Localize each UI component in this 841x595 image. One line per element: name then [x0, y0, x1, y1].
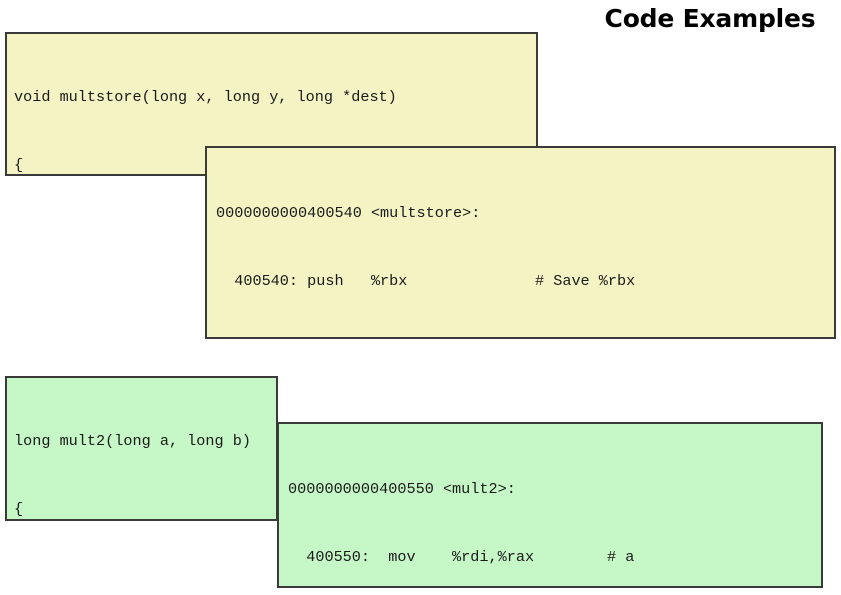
code-line: long mult2(long a, long b) — [14, 432, 251, 450]
code-line: { — [14, 499, 24, 518]
code-block-mult2-c-source: long mult2(long a, long b) { long s = a … — [5, 376, 278, 521]
code-line: 400540: push %rbx # Save %rbx — [216, 271, 636, 290]
code-line: void multstore(long x, long y, long *des… — [14, 88, 397, 106]
code-line: 0000000000400550 <mult2>: — [288, 480, 516, 498]
code-line: 400550: mov %rdi,%rax # a — [288, 547, 635, 566]
code-block-multstore-disassembly: 0000000000400540 <multstore>: 400540: pu… — [205, 146, 836, 339]
code-line: 0000000000400540 <multstore>: — [216, 204, 481, 222]
code-line: 400541: mov %rdx,%rbx # Save dest — [216, 337, 834, 339]
code-block-mult2-disassembly: 0000000000400550 <mult2>: 400550: mov %r… — [277, 422, 823, 588]
page-title: Code Examples — [604, 4, 816, 33]
code-line: { — [14, 155, 24, 174]
